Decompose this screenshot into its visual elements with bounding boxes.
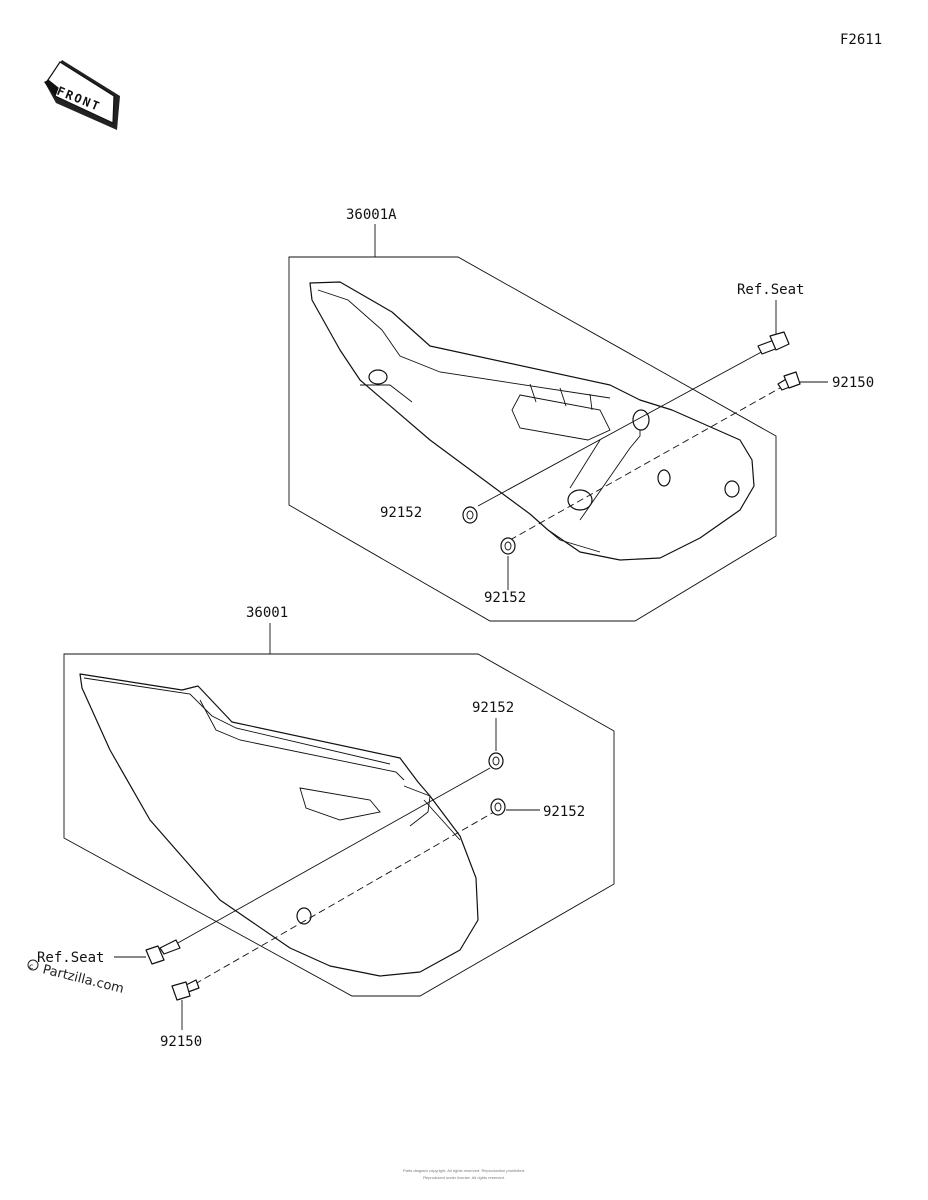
upper-collar-1 [462, 506, 478, 524]
upper-collar-2 [500, 537, 516, 555]
lower-assembly-boundary [63, 653, 615, 997]
lower-ref-seat-bolt [145, 939, 181, 965]
page-code: F2611 [840, 32, 882, 48]
upper-ref-seat-bolt [757, 331, 790, 355]
front-arrow-icon: FRONT [44, 60, 120, 130]
svg-text:c: c [29, 962, 33, 971]
lower-side-cover [79, 673, 479, 977]
lower-cover-group: 36001 92152 92152 Ref.Seat [37, 605, 615, 1050]
label-upper-92152-a: 92152 [380, 505, 422, 521]
label-36001a: 36001A [346, 207, 397, 223]
lower-collar-2 [490, 798, 506, 816]
upper-cover-group: 36001A Ref.Seat 92150 [288, 207, 874, 622]
upper-side-cover [309, 281, 755, 561]
label-lower-92150: 92150 [160, 1034, 202, 1050]
label-upper-92150: 92150 [832, 375, 874, 391]
copyright-line-1: Parts diagram copyright. All rights rese… [403, 1168, 525, 1173]
label-upper-ref-seat: Ref.Seat [737, 282, 804, 298]
label-lower-92152-b: 92152 [543, 804, 585, 820]
lower-collar-1 [488, 752, 504, 770]
watermark-text: Partzilla.com [41, 962, 125, 997]
upper-assembly-boundary [288, 256, 777, 622]
label-upper-92152-b: 92152 [484, 590, 526, 606]
upper-bolt-92150 [777, 371, 801, 391]
label-36001: 36001 [246, 605, 288, 621]
copyright-line-2: Reproduced under license. All rights res… [423, 1175, 505, 1180]
label-lower-ref-seat: Ref.Seat [37, 950, 104, 966]
label-lower-92152-a: 92152 [472, 700, 514, 716]
lower-bolt-92150 [171, 979, 200, 1001]
